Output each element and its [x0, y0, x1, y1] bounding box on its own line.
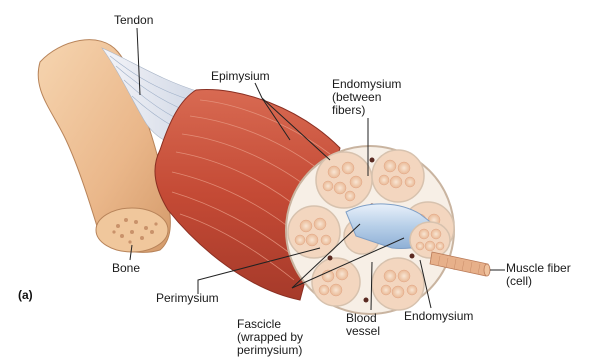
- label-endomysium-between-fibers: Endomysium (between fibers): [332, 78, 401, 117]
- label-tendon: Tendon: [114, 14, 153, 27]
- label-perimysium: Perimysium: [156, 292, 219, 305]
- label-endomysium: Endomysium: [404, 310, 473, 323]
- bone-shape: [38, 40, 170, 253]
- label-bone: Bone: [112, 262, 140, 275]
- label-epimysium: Epimysium: [211, 70, 270, 83]
- label-blood-vessel: Blood vessel: [346, 312, 380, 338]
- fascicle-end: [410, 222, 450, 258]
- label-muscle-fiber: Muscle fiber (cell): [506, 262, 571, 288]
- panel-letter: (a): [18, 288, 33, 302]
- label-fascicle: Fascicle (wrapped by perimysium): [237, 318, 303, 357]
